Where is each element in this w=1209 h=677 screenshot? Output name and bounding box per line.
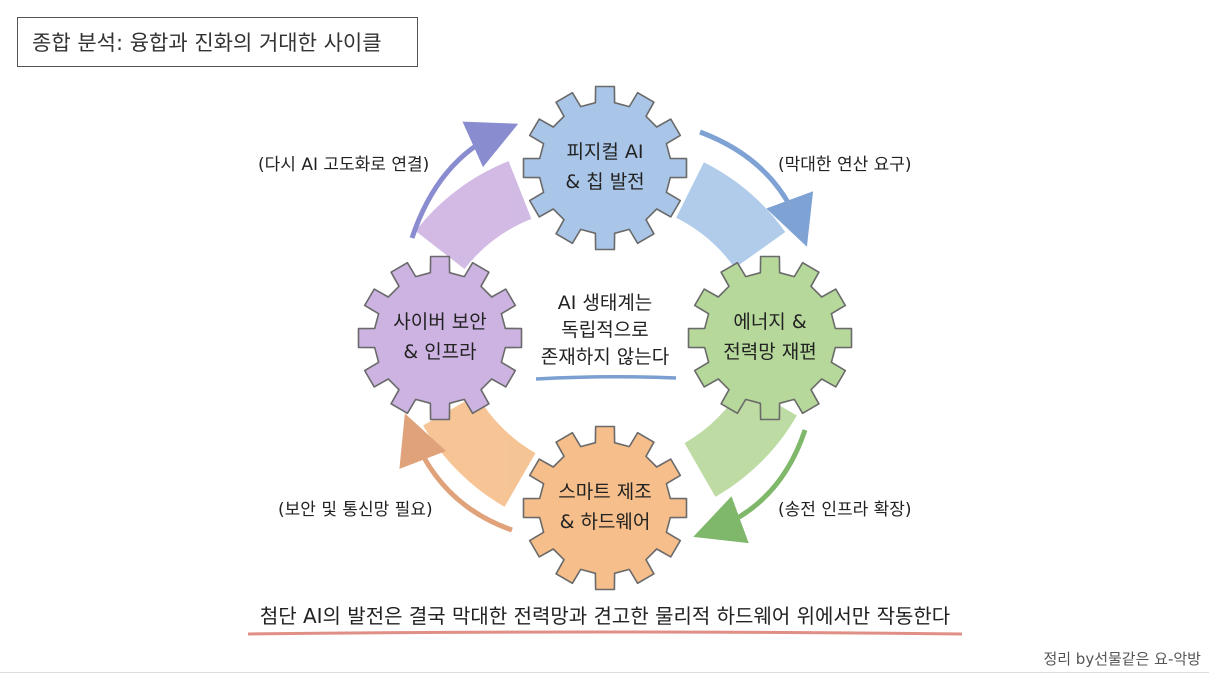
ring-segment-bottom-left <box>423 393 537 507</box>
gear-label-top-line1: 피지컬 AI <box>566 141 644 163</box>
caption-bottom-right: (송전 인프라 확장) <box>778 500 912 520</box>
center-underline <box>535 374 677 381</box>
caption-top-right: (막대한 연산 요구) <box>778 155 912 175</box>
gear-smart-manufacturing <box>522 425 688 591</box>
center-line-1: AI 생태계는 <box>557 292 653 314</box>
arrow-top-left <box>409 121 519 239</box>
gear-label-bottom-line1: 스마트 제조 <box>558 481 652 503</box>
gear-shape-right <box>687 255 853 421</box>
center-line-3: 존재하지 않는다 <box>540 346 670 368</box>
page-title: 종합 분석: 융합과 진화의 거대한 사이클 <box>17 17 418 67</box>
credit-text: 정리 by선물같은 요-악방 <box>1043 650 1201 668</box>
caption-top-left: (다시 AI 고도화로 연결) <box>258 155 430 175</box>
gear-energy-grid <box>687 255 853 421</box>
conclusion-text: 첨단 AI의 발전은 결국 막대한 전력망과 견고한 물리적 하드웨어 위에서만… <box>259 604 951 628</box>
gear-label-bottom-line2: & 하드웨어 <box>559 511 651 533</box>
gear-cyber-security <box>357 255 523 421</box>
arrow-top-right <box>699 129 814 247</box>
page-title-text: 종합 분석: 융합과 진화의 거대한 사이클 <box>32 31 382 55</box>
ring-segment-top-right <box>675 162 786 269</box>
center-line-2: 독립적으로 <box>561 319 649 341</box>
gear-shape-bottom <box>522 425 688 591</box>
gear-label-top: 피지컬 AI & 칩 발전 <box>540 137 670 197</box>
gear-label-left: 사이버 보안 & 인프라 <box>375 307 505 367</box>
ring-segment-left-top <box>415 161 533 270</box>
gear-label-top-line2: & 칩 발전 <box>565 171 645 193</box>
caption-bottom-left: (보안 및 통신망 필요) <box>278 500 433 520</box>
gear-label-right-line1: 에너지 & <box>733 311 807 333</box>
gear-label-left-line2: & 인프라 <box>403 341 477 363</box>
arrow-bottom-left <box>399 413 513 533</box>
gear-physical-ai <box>522 85 688 251</box>
gear-label-bottom: 스마트 제조 & 하드웨어 <box>540 477 670 537</box>
center-message: AI 생태계는 독립적으로 존재하지 않는다 <box>520 290 690 371</box>
gear-shape-top <box>522 85 688 251</box>
gear-label-right-line2: 전력망 재편 <box>723 341 817 363</box>
arrow-bottom-right <box>693 429 808 544</box>
gear-label-right: 에너지 & 전력망 재편 <box>705 307 835 367</box>
gear-shape-left <box>357 255 523 421</box>
bottom-divider <box>0 672 1209 673</box>
conclusion-underline <box>247 630 963 636</box>
gear-label-left-line1: 사이버 보안 <box>393 311 487 333</box>
